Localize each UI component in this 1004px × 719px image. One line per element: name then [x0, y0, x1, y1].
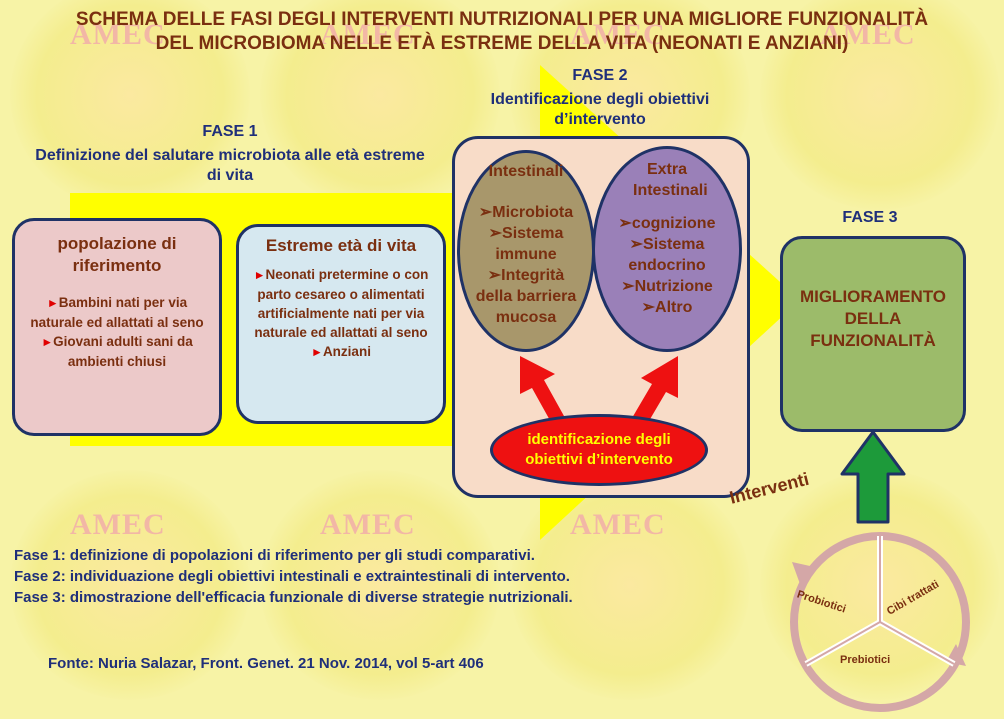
list-item: ➢cognizione: [595, 213, 739, 234]
fase1-heading: FASE 1: [202, 123, 258, 140]
arrow-bullet-icon: ➢: [618, 215, 632, 232]
list-item: ➢Microbiota: [460, 202, 592, 223]
identificazione-ellipse: identificazione degli obiettivi d’interv…: [490, 414, 708, 486]
list-item: ➢Nutrizione: [595, 276, 739, 297]
extra-title: Extra Intestinali: [633, 161, 708, 199]
extra-list: ➢cognizione ➢Sistema endocrino ➢Nutrizio…: [595, 213, 739, 318]
background-watermark: AMEC: [820, 18, 916, 51]
list-item-text: Microbiota: [492, 204, 574, 221]
background-figure: [260, 470, 500, 700]
estreme-eta-list: ►Neonati pretermine o con parto cesareo …: [245, 265, 437, 362]
identificazione-text: identificazione degli obiettivi d’interv…: [525, 431, 673, 468]
fase3-result-box: MIGLIORAMENTO DELLA FUNZIONALITÀ: [780, 236, 966, 432]
arrow-bullet-icon: ➢: [488, 225, 503, 242]
list-item: ►Giovani adulti sani da ambienti chiusi: [25, 332, 209, 371]
background-watermark: AMEC: [320, 508, 416, 541]
background-watermark: AMEC: [320, 18, 416, 51]
triangle-bullet-icon: ►: [41, 335, 54, 349]
list-item-text: Integrità della barriera mucosa: [475, 267, 577, 326]
list-item-text: Sistema immune: [495, 225, 564, 263]
list-item-text: cognizione: [631, 215, 716, 232]
list-item-text: Nutrizione: [634, 278, 713, 295]
list-item-text: Giovani adulti sani da ambienti chiusi: [53, 334, 193, 369]
title-line-1: SCHEMA DELLE FASI DEGLI INTERVENTI NUTRI…: [75, 9, 929, 30]
phase-notes: Fase 1: definizione di popolazioni di ri…: [14, 545, 754, 608]
list-item-text: Sistema endocrino: [628, 236, 706, 274]
popolazione-title: popolazione di riferimento: [57, 234, 177, 275]
background-figure: [10, 470, 250, 700]
list-item-text: Bambini nati per via naturale ed allatta…: [30, 295, 204, 330]
fase2-shapes: [520, 356, 678, 426]
estreme-eta-box: Estreme età di vita ►Neonati pretermine …: [236, 224, 446, 424]
arrow-bullet-icon: ➢: [478, 204, 493, 221]
intestinali-list: ➢Microbiota ➢Sistema immune ➢Integrità d…: [460, 202, 592, 328]
estreme-eta-title: Estreme età di vita: [265, 236, 417, 255]
list-item: ➢Sistema immune: [460, 223, 592, 265]
background-watermark: AMEC: [70, 18, 166, 51]
title-line-2: DEL MICROBIOMA NELLE ETÀ ESTREME DELLA V…: [155, 33, 849, 54]
cycle-arrowhead: [792, 562, 810, 584]
fase3-heading: FASE 3: [842, 209, 898, 226]
list-item: ➢Sistema endocrino: [595, 234, 739, 276]
fase2-description: Identificazione degli obiettivi d’interv…: [490, 91, 710, 128]
background-watermark: AMEC: [570, 508, 666, 541]
list-item-text: Neonati pretermine o con parto cesareo o…: [254, 267, 429, 340]
source-citation: Fonte: Nuria Salazar, Front. Genet. 21 N…: [48, 655, 484, 672]
note-fase3: Fase 3: dimostrazione dell'efficacia fun…: [14, 589, 573, 606]
cycle-label-prebiotici: Prebiotici: [840, 654, 891, 666]
arrow-bullet-icon: ➢: [621, 278, 635, 295]
triangle-bullet-icon: ►: [46, 296, 59, 310]
arrow-bullet-icon: ➢: [641, 299, 656, 316]
green-arrow: [840, 430, 906, 524]
red-arrow-right: [632, 356, 678, 426]
triangle-bullet-icon: ►: [311, 345, 323, 359]
intestinali-ellipse: Intestinali ➢Microbiota ➢Sistema immune …: [457, 150, 595, 352]
arrow-bullet-icon: ➢: [487, 267, 502, 284]
list-item-text: Altro: [655, 299, 693, 316]
background-watermark: AMEC: [70, 508, 166, 541]
background-figure: [760, 0, 1000, 210]
background-watermark: AMEC: [570, 18, 666, 51]
background-figure: [10, 0, 250, 210]
list-item: ➢Altro: [595, 297, 739, 318]
list-item: ►Bambini nati per via naturale ed allatt…: [25, 293, 209, 332]
red-arrow-left: [520, 356, 564, 424]
note-fase1: Fase 1: definizione di popolazioni di ri…: [14, 547, 535, 564]
intestinali-title: Intestinali: [488, 163, 564, 180]
note-fase2: Fase 2: individuazione degli obiettivi i…: [14, 568, 570, 585]
triangle-bullet-icon: ►: [253, 268, 266, 282]
list-item: ►Neonati pretermine o con parto cesareo …: [245, 265, 437, 342]
arrow-bullet-icon: ➢: [629, 236, 644, 253]
fase1-description: Definizione del salutare microbiota alle…: [35, 147, 425, 184]
fase3-result-text: MIGLIORAMENTO DELLA FUNZIONALITÀ: [799, 287, 947, 350]
list-item-text: Anziani: [322, 344, 371, 359]
extra-intestinali-ellipse: Extra Intestinali ➢cognizione ➢Sistema e…: [592, 146, 742, 352]
fase2-heading: FASE 2: [572, 67, 628, 84]
list-item: ►Anziani: [245, 342, 437, 362]
interventi-cycle: [790, 532, 970, 712]
list-item: ➢Integrità della barriera mucosa: [460, 265, 592, 328]
diagram-title: SCHEMA DELLE FASI DEGLI INTERVENTI NUTRI…: [0, 8, 1004, 56]
popolazione-list: ►Bambini nati per via naturale ed allatt…: [25, 293, 209, 371]
popolazione-box: popolazione di riferimento ►Bambini nati…: [12, 218, 222, 436]
